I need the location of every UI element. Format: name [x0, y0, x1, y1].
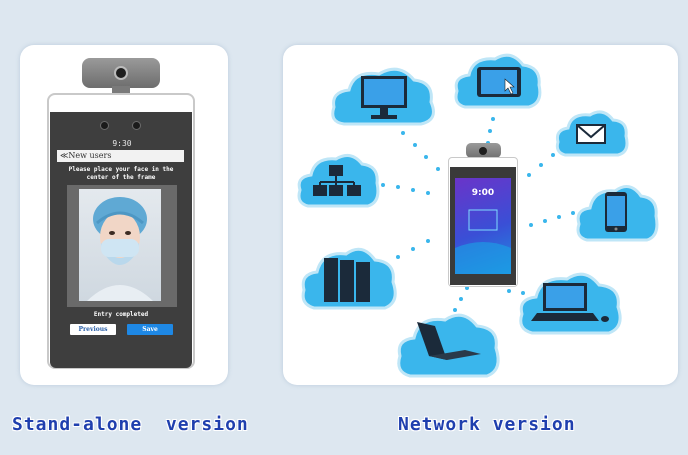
- network-device-screen: [455, 178, 511, 274]
- cloud-network: [297, 153, 380, 208]
- person-masked-face-icon: [87, 197, 153, 301]
- monitor-icon: [361, 76, 407, 119]
- mail-icon: [576, 124, 606, 144]
- cloud-smartphone: [576, 185, 659, 242]
- cloud-mail: [555, 110, 629, 157]
- face-photo: [79, 189, 161, 301]
- camera-module: [82, 58, 160, 88]
- cloud-servers: [301, 247, 397, 310]
- new-users-header[interactable]: ≪New users: [57, 150, 184, 162]
- network-camera-module: [466, 143, 501, 158]
- camera-lens-icon: [114, 66, 128, 80]
- cloud-open-laptop: [397, 313, 500, 378]
- camera-mount: [112, 86, 130, 94]
- sensor-icon: [100, 121, 109, 130]
- sensor-icon: [132, 121, 141, 130]
- standalone-caption: Stand-alone version: [12, 414, 249, 435]
- screen-graphic: [455, 209, 511, 274]
- previous-button[interactable]: Previous: [70, 324, 116, 335]
- cloud-tablet: [454, 53, 542, 109]
- device-clock: 9:30: [112, 139, 132, 148]
- cloud-laptop: [519, 272, 622, 335]
- server-rack-icon: [324, 258, 370, 302]
- face-instruction: Please place your face in the center of …: [68, 166, 174, 181]
- network-topology-icon: [313, 165, 361, 196]
- save-button[interactable]: Save: [127, 324, 173, 335]
- network-caption: Network version: [398, 414, 576, 435]
- camera-lens-icon: [479, 147, 487, 155]
- entry-status: Entry completed: [93, 311, 149, 318]
- network-device-clock: 9:00: [471, 188, 495, 198]
- laptop-icon: [531, 283, 609, 322]
- open-laptop-icon: [417, 322, 481, 360]
- tablet-touch-icon: [477, 67, 521, 97]
- cloud-monitor: [331, 67, 435, 126]
- smartphone-icon: [605, 192, 627, 232]
